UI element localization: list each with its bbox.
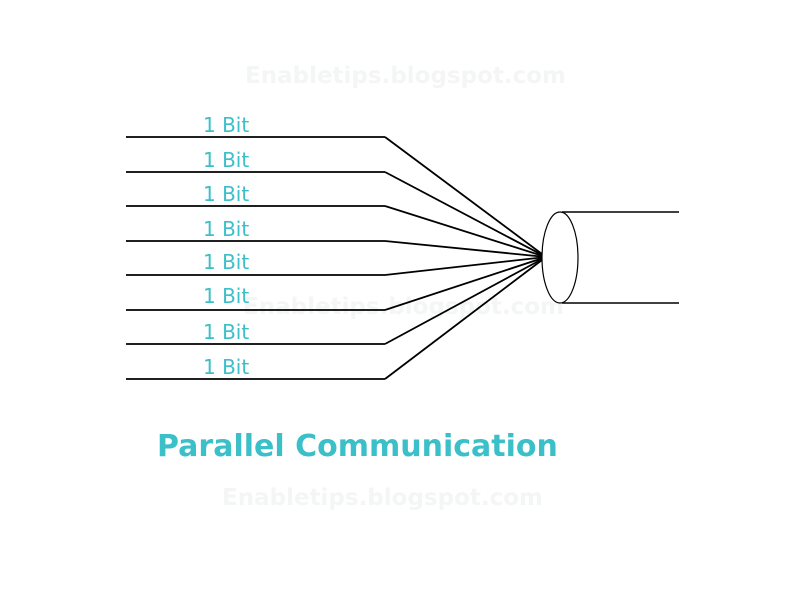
watermark: Enabletips.blogspot.com bbox=[245, 63, 567, 89]
wire-converge-line bbox=[384, 256, 547, 345]
wire-converge-line bbox=[384, 256, 547, 311]
watermark: Enabletips.blogspot.com bbox=[222, 485, 544, 511]
bit-label: 1 Bit bbox=[203, 250, 250, 274]
bit-label: 1 Bit bbox=[203, 320, 250, 344]
diagram-title: Parallel Communication bbox=[157, 429, 558, 464]
cable-end-ellipse bbox=[541, 211, 579, 304]
wire-converge-line bbox=[384, 205, 547, 258]
watermark: Enabletips.blogspot.com bbox=[243, 294, 565, 320]
cable bbox=[541, 211, 679, 304]
wire-converge-line bbox=[384, 256, 547, 380]
wire-converge-line bbox=[384, 136, 547, 258]
bit-label: 1 Bit bbox=[203, 217, 250, 241]
bit-label: 1 Bit bbox=[203, 148, 250, 172]
bit-label: 1 Bit bbox=[203, 113, 250, 137]
wire-converge-line bbox=[384, 171, 547, 258]
wires bbox=[126, 136, 547, 380]
bit-label: 1 Bit bbox=[203, 355, 250, 379]
bit-label: 1 Bit bbox=[203, 182, 250, 206]
bit-label: 1 Bit bbox=[203, 284, 250, 308]
wire-converge-line bbox=[384, 256, 547, 276]
wire-converge-line bbox=[384, 240, 547, 258]
